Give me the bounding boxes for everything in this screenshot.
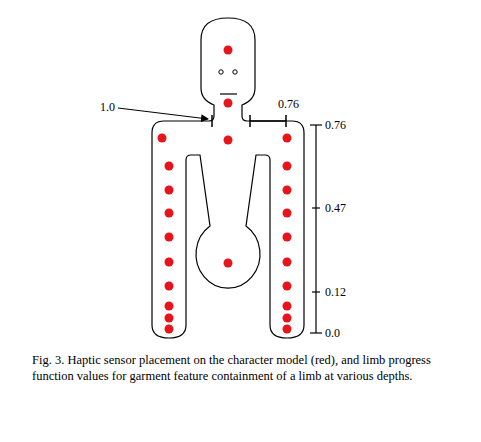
- sensor-dot: [165, 282, 174, 291]
- sensor-dot: [224, 46, 233, 55]
- sensor-dot: [165, 325, 174, 334]
- depth-tick: [211, 115, 213, 127]
- sensor-dot: [283, 209, 292, 218]
- scale-value: 0.47: [325, 202, 346, 214]
- bracket-tick: [249, 115, 251, 127]
- sensor-dot: [158, 134, 167, 143]
- sensor-dot: [283, 233, 292, 242]
- sensor-dot: [165, 258, 174, 267]
- shoulder-bracket: [250, 120, 286, 122]
- sensor-dot: [224, 259, 233, 268]
- scale-tick: [310, 124, 322, 125]
- sensor-dot: [165, 302, 174, 311]
- scale-value: 0.12: [325, 286, 346, 298]
- sensor-dot: [165, 209, 174, 218]
- sensor-dot: [283, 186, 292, 195]
- leader-arrow: [118, 108, 208, 119]
- depth-value: 1.0: [100, 101, 115, 113]
- sensor-dot: [165, 186, 174, 195]
- figure-caption: Fig. 3. Haptic sensor placement on the c…: [32, 352, 462, 385]
- mouth: [220, 93, 237, 94]
- scale-value: 0.0: [325, 327, 340, 339]
- sensor-group: [158, 46, 292, 334]
- scale-tick: [310, 332, 322, 333]
- sensor-dot: [283, 162, 292, 171]
- sensor-dot: [283, 325, 292, 334]
- sensor-dot: [283, 134, 292, 143]
- sensor-dot: [165, 233, 174, 242]
- depth-scale: [315, 125, 316, 333]
- depth-value: 0.76: [278, 98, 299, 110]
- sensor-dot: [283, 282, 292, 291]
- eye: [219, 70, 223, 74]
- sensor-dot: [165, 162, 174, 171]
- eye: [233, 70, 237, 74]
- character-outline: [152, 18, 304, 338]
- bracket-tick: [285, 115, 287, 127]
- sensor-dot: [165, 314, 174, 323]
- scale-tick: [312, 207, 320, 208]
- sensor-dot: [283, 302, 292, 311]
- scale-tick: [312, 291, 320, 292]
- sensor-dot: [224, 99, 233, 108]
- sensor-dot: [283, 258, 292, 267]
- sensor-dot: [224, 136, 233, 145]
- sensor-dot: [283, 314, 292, 323]
- scale-value: 0.76: [325, 119, 346, 131]
